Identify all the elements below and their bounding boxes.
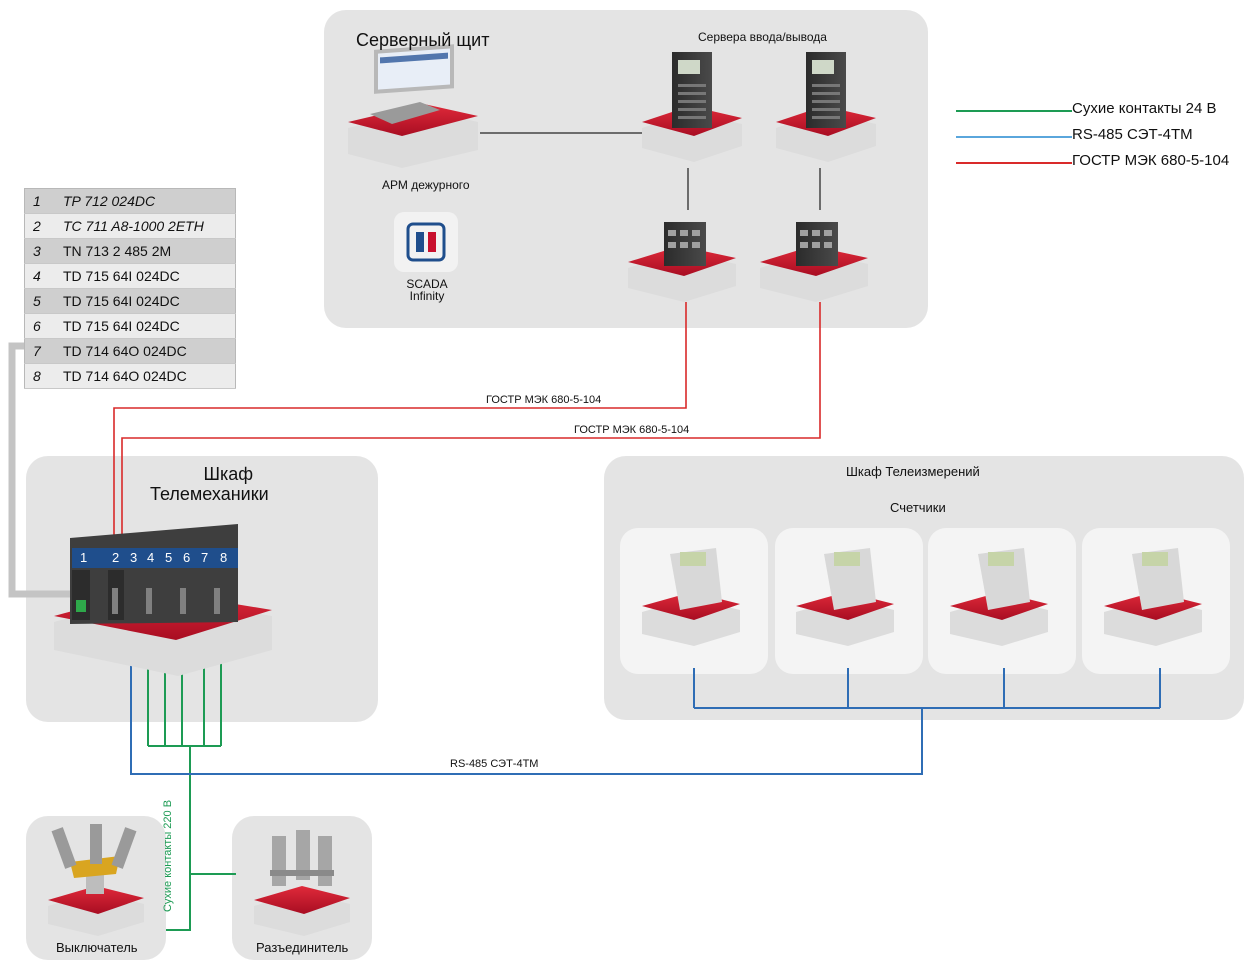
iec-link-1 xyxy=(113,302,687,540)
module-name: TD 714 64O 024DC xyxy=(57,338,236,364)
network-switch-icon xyxy=(628,222,736,302)
legend-line-rs485 xyxy=(956,136,1072,138)
module-name: TC 711 A8-1000 2ETH xyxy=(57,213,236,239)
telemechanics-title-line1: Шкаф xyxy=(203,464,254,484)
module-number: 5 xyxy=(24,288,57,314)
slot-number: 3 xyxy=(130,550,138,565)
electricity-meter-icon xyxy=(1104,548,1202,646)
iec-link-label: ГОСТР МЭК 680-5-104 xyxy=(574,424,690,436)
slot-number: 2 xyxy=(112,550,120,565)
workstation-icon xyxy=(348,44,478,168)
slot-number: 5 xyxy=(165,550,173,565)
legend-label-iec: ГОСТР МЭК 680-5-104 xyxy=(1072,152,1230,169)
meters-label: Счетчики xyxy=(890,500,946,515)
iec-link-2 xyxy=(121,302,821,540)
rs485-link-label: RS-485 СЭТ-4ТМ xyxy=(450,758,539,770)
circuit-breaker-icon xyxy=(48,824,144,936)
electricity-meter-icon xyxy=(950,548,1048,646)
legend-label-rs485: RS-485 СЭТ-4ТМ xyxy=(1072,126,1193,143)
telemetry-cabinet-title: Шкаф Телеизмерений xyxy=(846,464,980,479)
telemechanics-title-line2: Телемеханики xyxy=(150,484,269,504)
module-number: 6 xyxy=(24,313,57,339)
scada-infinity-logo-icon xyxy=(394,212,458,272)
server-icon xyxy=(642,52,742,162)
slot-number: 1 xyxy=(80,550,88,565)
module-number: 4 xyxy=(24,263,57,289)
dry-contacts-220-label: Сухие контакты 220 В xyxy=(162,799,175,913)
workstation-label: АРМ дежурного xyxy=(382,178,470,192)
slot-number: 7 xyxy=(201,550,209,565)
module-number: 1 xyxy=(24,188,57,214)
slot-number: 8 xyxy=(220,550,228,565)
disconnector-label: Разъединитель xyxy=(256,940,349,955)
iec-link-label: ГОСТР МЭК 680-5-104 xyxy=(486,394,602,406)
network-switch-icon xyxy=(760,222,868,302)
module-number: 8 xyxy=(24,363,57,389)
module-name: TD 715 64I 024DC xyxy=(57,313,236,339)
module-name: TD 714 64O 024DC xyxy=(57,363,236,389)
legend-label-dry-contacts: Сухие контакты 24 В xyxy=(1072,100,1217,117)
electricity-meter-icon xyxy=(796,548,894,646)
slot-number: 4 xyxy=(147,550,155,565)
module-number: 7 xyxy=(24,338,57,364)
module-name: TP 712 024DC xyxy=(57,188,236,214)
module-name: TD 715 64I 024DC xyxy=(57,288,236,314)
io-servers-label: Сервера ввода/вывода xyxy=(698,30,827,44)
legend-line-dry-contacts xyxy=(956,110,1072,112)
disconnector-icon xyxy=(254,830,350,936)
electricity-meter-icon xyxy=(642,548,740,646)
rs485-link xyxy=(130,632,1161,775)
slot-number: 6 xyxy=(183,550,191,565)
breaker-label: Выключатель xyxy=(56,940,138,955)
server-icon xyxy=(776,52,876,162)
server-panel-title: Серверный щит xyxy=(356,30,490,50)
module-number: 2 xyxy=(24,213,57,239)
module-number: 3 xyxy=(24,238,57,264)
module-name: TD 715 64I 024DC xyxy=(57,263,236,289)
module-name: TN 713 2 485 2M xyxy=(57,238,236,264)
plc-controller-icon xyxy=(54,524,272,676)
telemechanics-title: Шкаф Телемеханики xyxy=(150,464,269,504)
legend-line-iec xyxy=(956,162,1072,164)
scada-logo-label: SCADA Infinity xyxy=(406,277,448,303)
